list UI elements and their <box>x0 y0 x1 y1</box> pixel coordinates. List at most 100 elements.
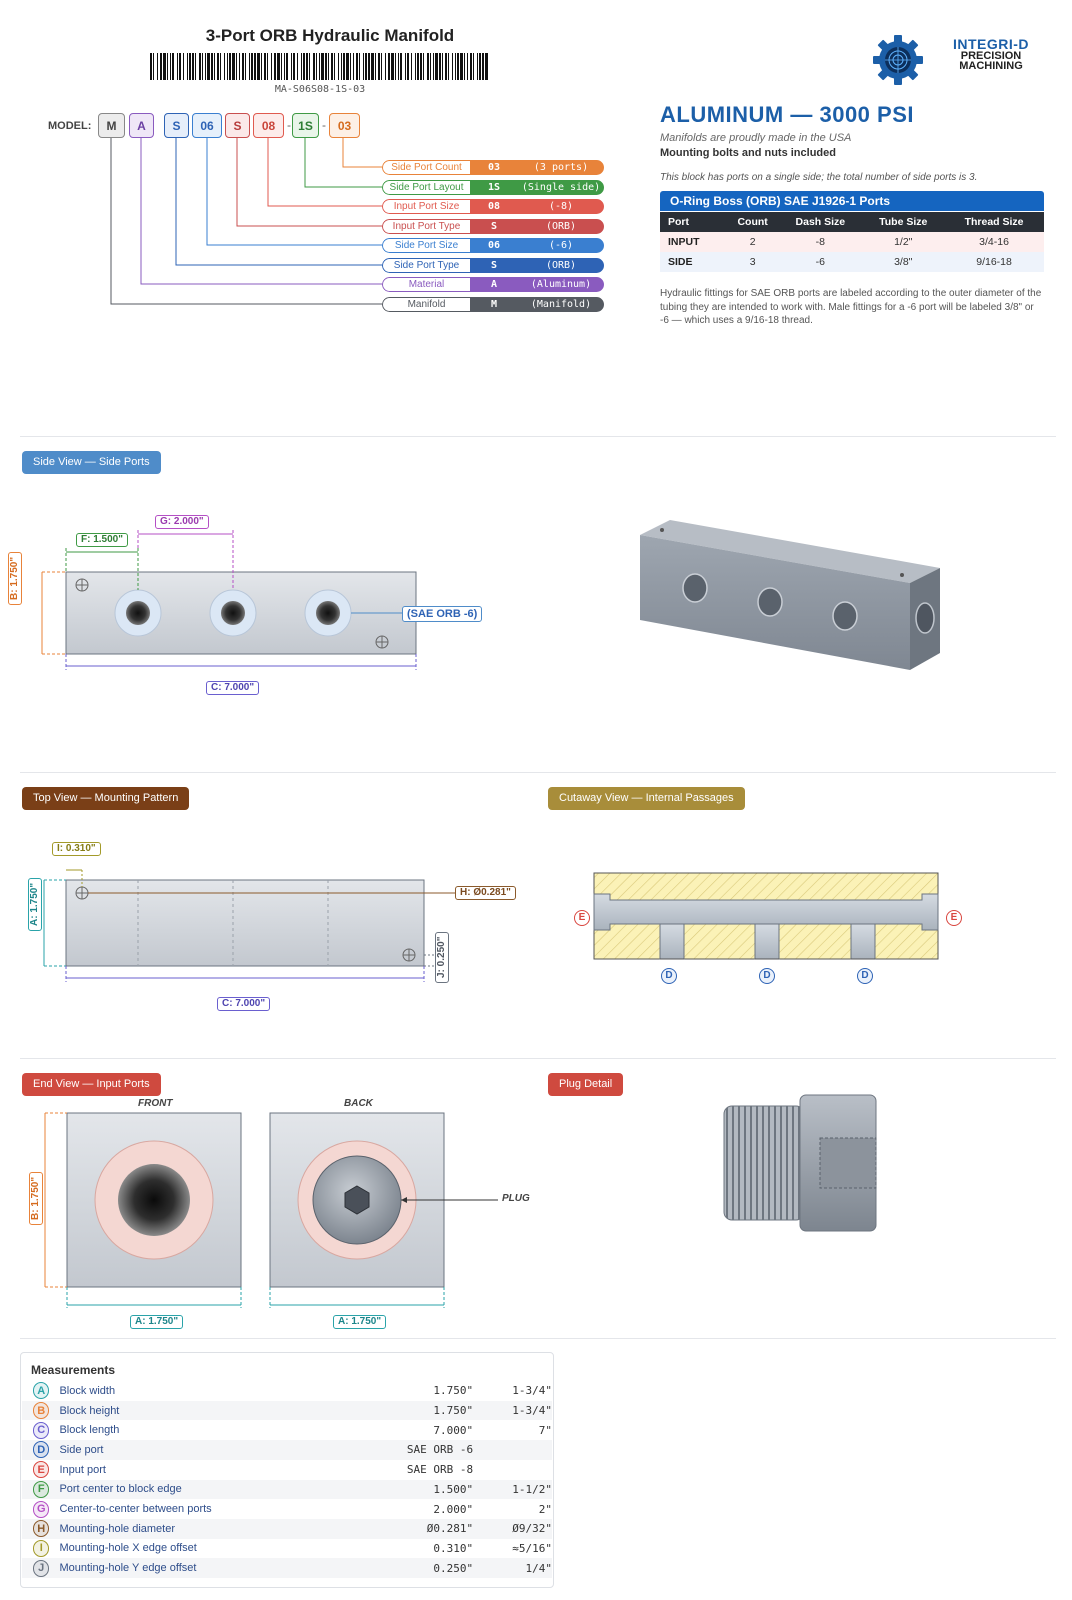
dim-f: F: 1.500" <box>76 533 128 547</box>
bolts-included-note: Mounting bolts and nuts included <box>660 147 836 159</box>
measurement-decimal: 1.750" <box>433 1384 474 1398</box>
cutaway-marker-e-left: E <box>574 910 590 926</box>
measurement-letter: J <box>33 1559 50 1577</box>
legend-value: S(ORB) <box>470 219 604 234</box>
model-label: MODEL: <box>48 120 92 132</box>
top-view-drawing <box>43 869 456 982</box>
col-port: Port <box>660 212 727 232</box>
model-chip-material: A <box>129 113 154 138</box>
model-chip-side-port-size: 06 <box>192 113 222 138</box>
dim-i: I: 0.310" <box>52 842 101 856</box>
orb-table-header: O-Ring Boss (ORB) SAE J1926-1 Ports <box>660 191 1044 211</box>
cutaway-marker-d-2: D <box>759 968 775 984</box>
measurement-decimal: SAE ORB -6 <box>406 1443 474 1457</box>
legend-code: 1S <box>487 182 501 193</box>
measurement-decimal: 0.310" <box>433 1541 474 1555</box>
legend-row: Side Port Layout 1S (Single side) <box>382 180 604 195</box>
model-connector-lines <box>110 138 382 305</box>
measurement-letter: H <box>33 1520 50 1538</box>
measurement-letter: F <box>33 1480 50 1498</box>
measurement-decimal: Ø0.281" <box>426 1522 474 1536</box>
measurement-decimal: 1.750" <box>433 1404 474 1418</box>
barcode <box>150 53 488 80</box>
measurement-name: Port center to block edge <box>59 1483 182 1496</box>
model-dash-2: - <box>322 118 326 132</box>
cell-count: 3 <box>726 252 779 272</box>
model-dash-1: - <box>287 118 291 132</box>
measurement-fraction: Ø9/32" <box>512 1522 552 1536</box>
legend-name: Side Port Layout <box>382 180 470 195</box>
made-in-usa-note: Manifolds are proudly made in the USA <box>660 132 852 144</box>
legend-value: 03(3 ports) <box>470 160 604 175</box>
legend-value: 1S (Single side) <box>470 180 604 195</box>
measurement-name: Mounting-hole diameter <box>59 1522 176 1535</box>
legend-desc: (Single side) <box>521 182 601 193</box>
cell-count: 2 <box>726 232 779 252</box>
cell-tube: 1/2" <box>862 232 945 252</box>
measurement-fraction: 1-1/2" <box>512 1482 552 1496</box>
legend-value: S(ORB) <box>470 258 604 273</box>
model-chip-manifold: M <box>98 113 125 138</box>
section-end-view: End View — Input Ports <box>22 1073 161 1096</box>
back-view-label: BACK <box>344 1098 373 1109</box>
model-chip-side-port-type: S <box>164 113 189 138</box>
col-thread-size: Thread Size <box>944 212 1044 232</box>
measurement-decimal: SAE ORB -8 <box>406 1463 474 1477</box>
legend-code: 08 <box>487 201 501 212</box>
col-count: Count <box>726 212 779 232</box>
front-view-label: FRONT <box>138 1098 173 1109</box>
single-side-note: This block has ports on a single side; t… <box>660 172 978 183</box>
measurement-fraction: 1-3/4" <box>512 1384 552 1398</box>
legend-desc: (-8) <box>548 201 574 212</box>
legend-desc: (Manifold) <box>530 299 592 310</box>
measurement-name: Block height <box>59 1404 120 1417</box>
dim-h: H: Ø0.281" <box>455 886 516 900</box>
gear-logo-icon <box>873 35 923 85</box>
cell-tube: 3/8" <box>862 252 945 272</box>
legend-code: S <box>490 260 498 271</box>
legend-name: Input Port Size <box>382 199 470 214</box>
cutaway-marker-d-1: D <box>661 968 677 984</box>
dim-b-end: B: 1.750" <box>29 1171 43 1225</box>
section-cutaway-view: Cutaway View — Internal Passages <box>548 787 745 810</box>
divider <box>20 1058 1056 1059</box>
measurement-letter: E <box>33 1461 50 1479</box>
measurement-fraction: 1-3/4" <box>512 1404 552 1418</box>
measurement-decimal: 1.500" <box>433 1482 474 1496</box>
measurement-fraction: ≈5/16" <box>512 1541 552 1555</box>
measurement-name: Mounting-hole Y edge offset <box>59 1562 197 1575</box>
document-title: 3-Port ORB Hydraulic Manifold <box>205 26 455 45</box>
cell-thread: 3/4-16 <box>944 232 1044 252</box>
dim-a-back: A: 1.750" <box>333 1315 387 1329</box>
measurement-name: Center-to-center between ports <box>59 1503 212 1516</box>
plug-callout-label: PLUG <box>502 1193 530 1204</box>
legend-row: Input Port Size 08 (-8) <box>382 199 604 214</box>
legend-value: 06(-6) <box>470 238 604 253</box>
dim-a: A: 1.750" <box>28 877 42 931</box>
section-top-view: Top View — Mounting Pattern <box>22 787 190 810</box>
legend-name: Input Port Type <box>382 219 470 234</box>
measurement-row: F Port center to block edge 1.500" 1-1/2" <box>22 1479 552 1500</box>
legend-value: A(Aluminum) <box>470 277 604 292</box>
legend-name: Material <box>382 277 470 292</box>
measurement-fraction: 7" <box>538 1423 552 1437</box>
measurement-row: H Mounting-hole diameter Ø0.281" Ø9/32" <box>22 1518 552 1539</box>
logo-line-2: PRECISION <box>960 50 1022 62</box>
model-chip-side-port-count: 03 <box>329 113 360 138</box>
port-spec-table: Port Count Dash Size Tube Size Thread Si… <box>660 212 1044 272</box>
manifold-3d-render <box>640 520 940 670</box>
dim-g: G: 2.000" <box>155 515 209 529</box>
logo-line-1: INTEGRI-D <box>952 36 1030 52</box>
dim-a-front: A: 1.750" <box>130 1315 184 1329</box>
measurement-name: Mounting-hole X edge offset <box>59 1542 197 1555</box>
dim-j: J: 0.250" <box>435 931 449 983</box>
legend-value: 08 (-8) <box>470 199 604 214</box>
side-view-drawing <box>41 530 417 670</box>
measurement-decimal: 0.250" <box>433 1561 474 1575</box>
